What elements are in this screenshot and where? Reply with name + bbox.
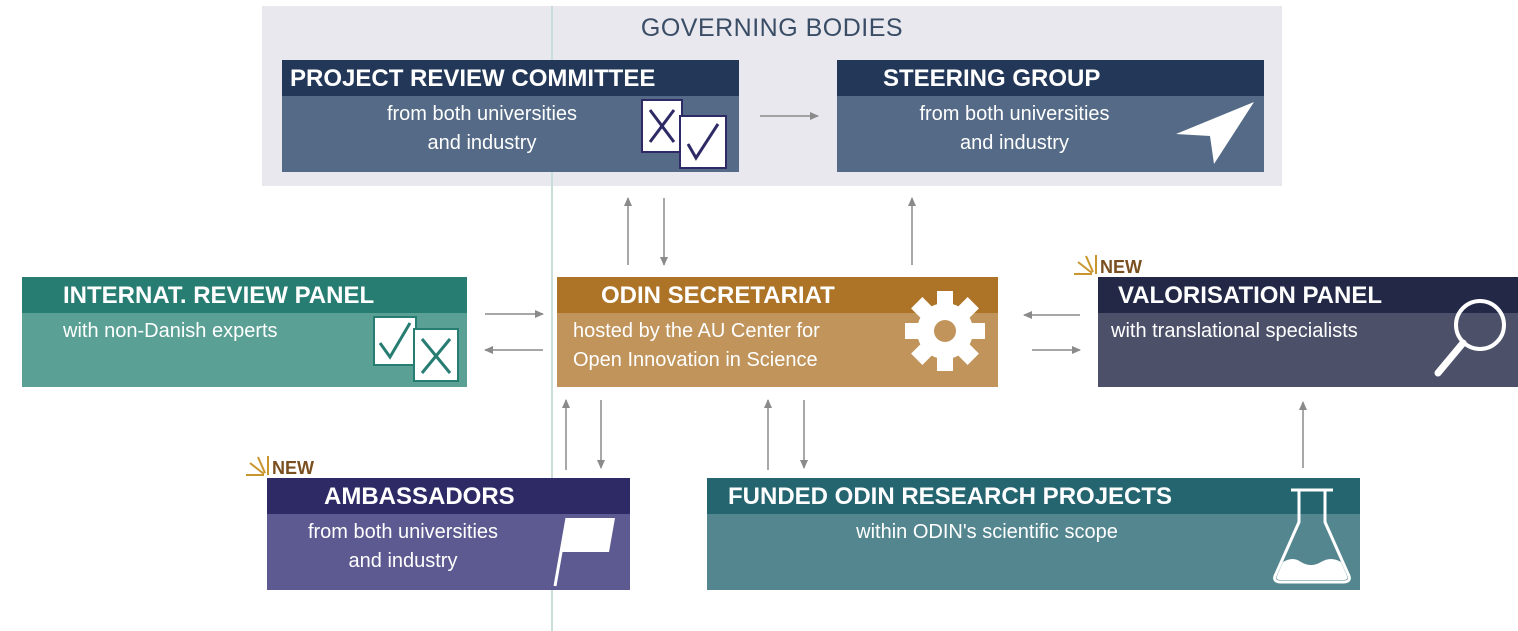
secretariat-line2: Open Innovation in Science	[573, 349, 818, 371]
internat-review-title: INTERNAT. REVIEW PANEL	[22, 277, 467, 313]
odin-secretariat-box: ODIN SECRETARIAT hosted by the AU Center…	[557, 277, 998, 387]
governing-bodies-title: GOVERNING BODIES	[640, 14, 904, 42]
steering-line1: from both universities	[919, 103, 1110, 125]
valorisation-panel-box: VALORISATION PANEL with translational sp…	[1098, 277, 1518, 387]
new-badge-ambassadors: NEW	[244, 455, 314, 479]
check-x-icon	[373, 316, 459, 382]
project-review-title: PROJECT REVIEW COMMITTEE	[282, 60, 739, 96]
valorisation-title: VALORISATION PANEL	[1098, 277, 1518, 313]
project-review-line2: and industry	[427, 132, 537, 154]
internat-review-panel-box: INTERNAT. REVIEW PANEL with non-Danish e…	[22, 277, 467, 387]
new-label-valorisation: NEW	[1100, 257, 1142, 277]
steering-group-box: STEERING GROUP from both universities an…	[837, 60, 1264, 172]
funded-projects-box: FUNDED ODIN RESEARCH PROJECTS within ODI…	[707, 478, 1360, 590]
gear-icon	[905, 291, 985, 371]
internat-line1: with non-Danish experts	[63, 320, 278, 342]
secretariat-line1: hosted by the AU Center for	[573, 320, 820, 342]
steering-group-title: STEERING GROUP	[837, 60, 1264, 96]
project-review-line1: from both universities	[386, 103, 578, 125]
new-badge-valorisation: NEW	[1072, 254, 1142, 278]
project-review-committee-box: PROJECT REVIEW COMMITTEE from both unive…	[282, 60, 739, 172]
paper-plane-icon	[1176, 102, 1254, 164]
ambassadors-box: AMBASSADORS from both universities and i…	[267, 478, 630, 590]
new-label-ambassadors: NEW	[272, 458, 314, 478]
flag-icon	[553, 517, 615, 587]
funded-title: FUNDED ODIN RESEARCH PROJECTS	[707, 478, 1360, 514]
magnifier-icon	[1434, 299, 1506, 377]
ambassadors-line1: from both universities	[307, 521, 499, 543]
ambassadors-title: AMBASSADORS	[267, 478, 630, 514]
checkbox-x-check-icon	[641, 99, 727, 169]
steering-line2: and industry	[960, 132, 1069, 154]
ambassadors-line2: and industry	[348, 550, 458, 572]
valorisation-line1: with translational specialists	[1111, 320, 1358, 342]
funded-line1: within ODIN's scientific scope	[856, 521, 1118, 543]
center-divider-line	[551, 6, 553, 631]
flask-icon	[1273, 488, 1351, 584]
